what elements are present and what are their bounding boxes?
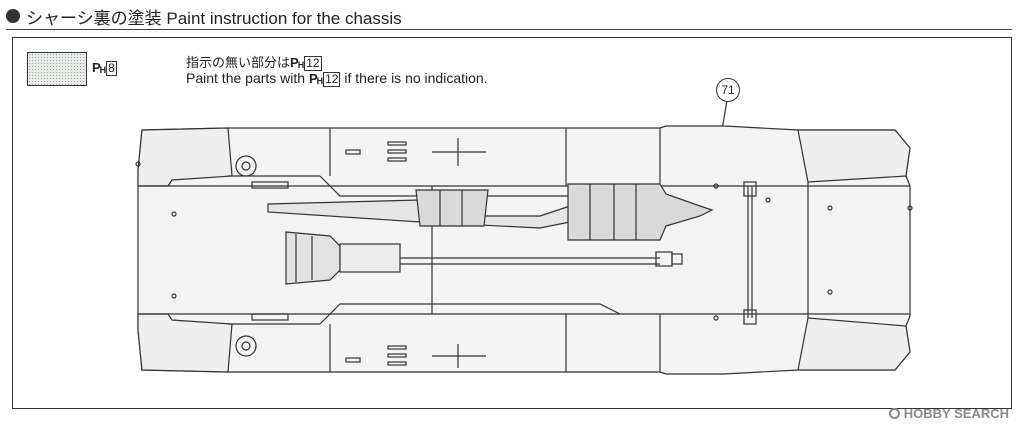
center-muffler — [415, 189, 489, 227]
legend-swatch — [27, 52, 87, 86]
watermark-icon — [888, 408, 900, 419]
callout-leader-line — [721, 99, 728, 131]
panel-bottom-rear — [797, 317, 911, 371]
bullet-icon — [6, 9, 20, 23]
gearbox — [339, 243, 401, 273]
chassis-outline — [137, 125, 911, 375]
mount-boss-top — [235, 155, 257, 177]
header: シャーシ裏の塗装 Paint instruction for the chass… — [6, 3, 402, 29]
panel-top-left — [137, 127, 233, 187]
paint-code-number: 8 — [106, 61, 117, 76]
transmission — [285, 231, 341, 285]
watermark: HOBBY SEARCH — [888, 406, 1009, 421]
page-title: シャーシ裏の塗装 Paint instruction for the chass… — [26, 8, 402, 28]
callout-part-71: 71 — [716, 78, 740, 102]
mount-boss-bottom — [235, 335, 257, 357]
header-divider — [6, 29, 1012, 30]
panel-bottom-left — [137, 313, 233, 373]
panel-top-rear — [797, 129, 911, 183]
diagram-frame — [12, 37, 1012, 409]
paint-code-prefix: PH — [92, 60, 106, 75]
